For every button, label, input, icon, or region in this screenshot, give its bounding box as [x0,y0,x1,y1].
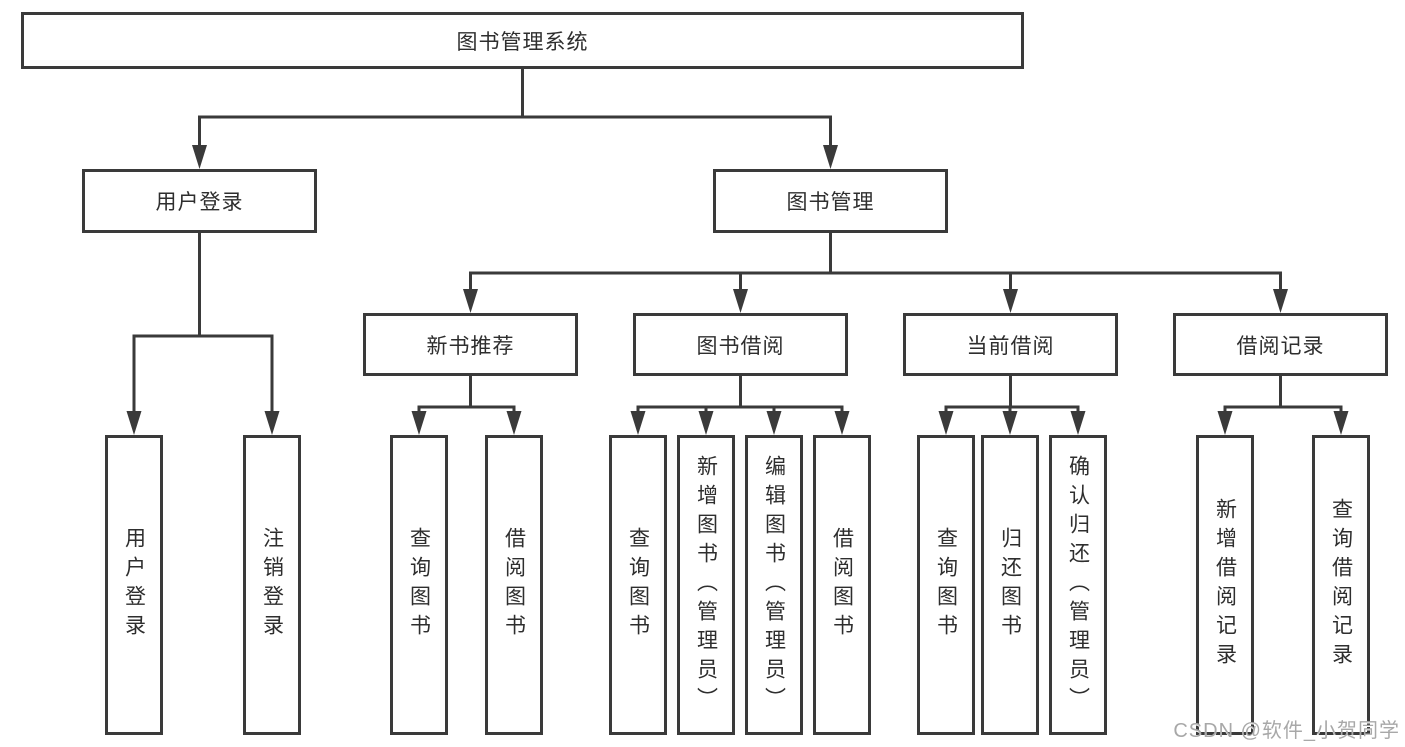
leaf-return-book-label: 归还图书 [998,527,1022,643]
node-current-borrow: 当前借阅 [903,313,1118,376]
leaf-add-book-admin-label: 新增图书（管理员） [694,454,718,716]
leaf-query-books-borrow-label: 查询图书 [626,527,650,643]
node-borrow-records-label: 借阅记录 [1236,334,1325,358]
node-book-management: 图书管理 [713,169,948,233]
leaf-query-books-borrow: 查询图书 [609,435,667,735]
leaf-add-book-admin: 新增图书（管理员） [677,435,735,735]
node-book-borrow-label: 图书借阅 [696,334,785,358]
leaf-logout-label: 注销登录 [260,527,284,643]
leaf-add-borrow-record-label: 新增借阅记录 [1213,498,1237,672]
leaf-borrow-books-recommend-label: 借阅图书 [502,527,526,643]
leaf-query-borrow-record: 查询借阅记录 [1312,435,1370,735]
leaf-query-books-recommend: 查询图书 [390,435,448,735]
leaf-logout: 注销登录 [243,435,301,735]
leaf-edit-book-admin-label: 编辑图书（管理员） [762,454,786,716]
leaf-borrow-books-recommend: 借阅图书 [485,435,543,735]
leaf-borrow-books: 借阅图书 [813,435,871,735]
node-new-book-recommend: 新书推荐 [363,313,578,376]
leaf-query-books-current-label: 查询图书 [934,527,958,643]
node-user-login: 用户登录 [82,169,317,233]
node-book-borrow: 图书借阅 [633,313,848,376]
node-current-borrow-label: 当前借阅 [966,334,1055,358]
node-book-management-label: 图书管理 [786,191,875,214]
leaf-query-books-recommend-label: 查询图书 [407,527,431,643]
node-user-login-label: 用户登录 [155,191,244,214]
arrowheads [126,145,1349,435]
leaf-borrow-books-label: 借阅图书 [830,527,854,643]
leaf-return-book: 归还图书 [981,435,1039,735]
leaf-query-borrow-record-label: 查询借阅记录 [1329,498,1353,672]
node-root-label: 图书管理系统 [456,30,589,54]
leaf-confirm-return-admin: 确认归还（管理员） [1049,435,1107,735]
leaf-query-books-current: 查询图书 [917,435,975,735]
node-root: 图书管理系统 [21,12,1024,69]
leaf-edit-book-admin: 编辑图书（管理员） [745,435,803,735]
leaf-confirm-return-admin-label: 确认归还（管理员） [1066,454,1090,716]
watermark-text: CSDN @软件_小贺同学 [1173,720,1400,742]
leaf-user-login: 用户登录 [105,435,163,735]
leaf-user-login-label: 用户登录 [122,527,146,643]
leaf-add-borrow-record: 新增借阅记录 [1196,435,1254,735]
node-new-book-recommend-label: 新书推荐 [426,334,515,358]
node-borrow-records: 借阅记录 [1173,313,1388,376]
